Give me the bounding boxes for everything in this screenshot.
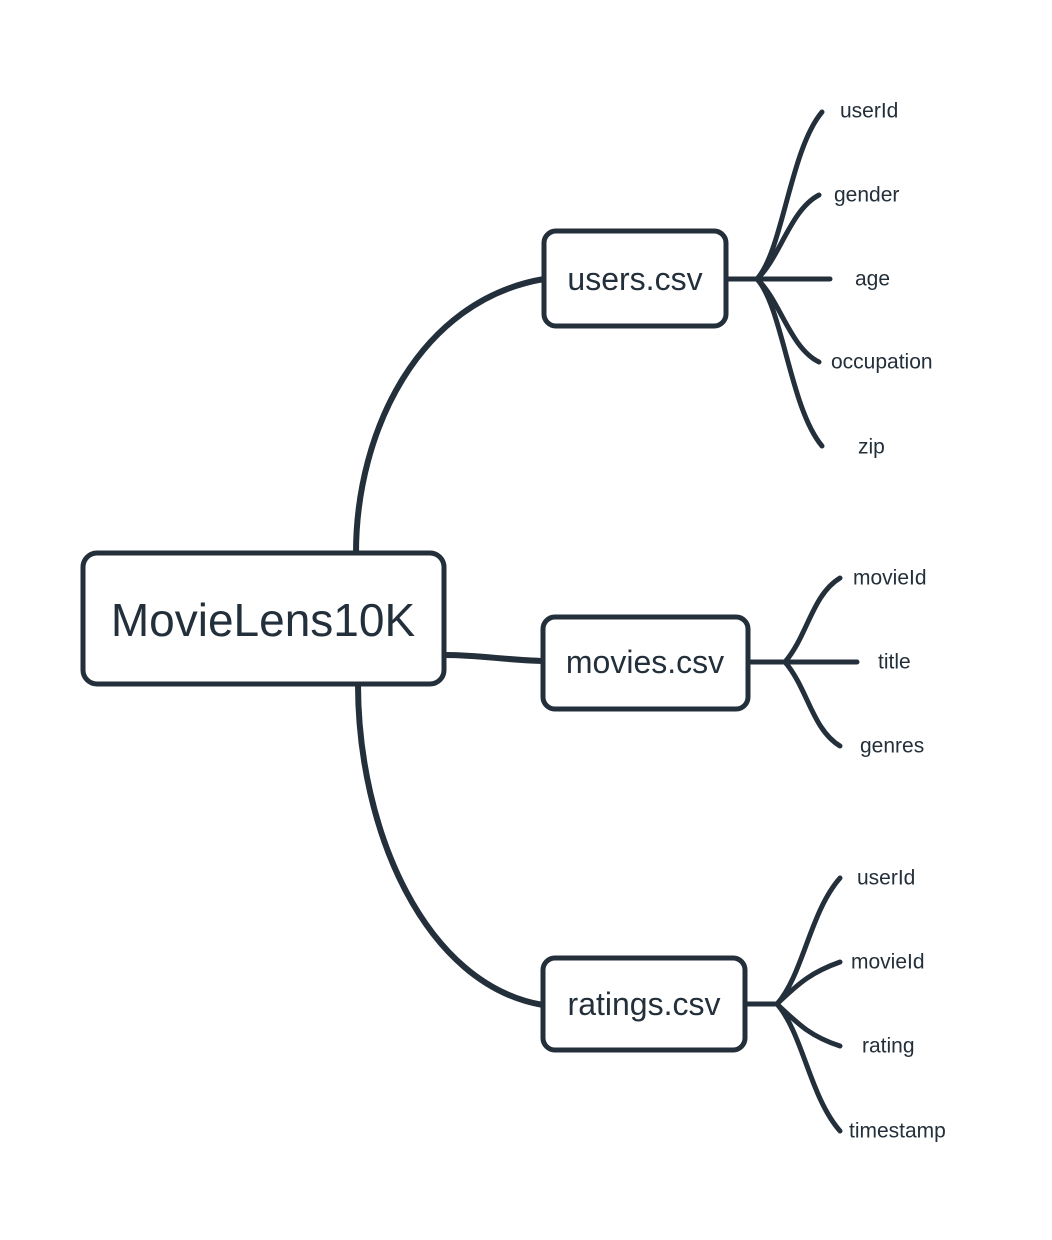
edge-ratings-leaf-timestamp: [774, 1001, 843, 1134]
leaf-movies-title[interactable]: title: [878, 651, 911, 674]
edge-ratings-leaf-movieid: [774, 959, 843, 1007]
leaf-ratings-timestamp[interactable]: timestamp: [849, 1120, 946, 1143]
leaf-movies-movieid[interactable]: movieId: [853, 567, 927, 590]
leaf-users-occupation[interactable]: occupation: [831, 351, 933, 374]
node-ratings-csv-box: [540, 955, 748, 1053]
edge-movies-leaf-movieid: [782, 575, 843, 665]
node-users-csv[interactable]: users.csv: [541, 228, 729, 329]
node-movies-csv-label: movies.csv: [566, 644, 724, 680]
leaf-users-age[interactable]: age: [855, 268, 890, 291]
leaf-ratings-movieid[interactable]: movieId: [851, 951, 925, 974]
node-root-label: MovieLens10K: [111, 594, 416, 646]
node-root-box: [80, 550, 447, 687]
edge-movies-leaf-genres: [782, 659, 843, 749]
edge-ratings-leaf-userid: [774, 875, 843, 1007]
node-users-csv-label: users.csv: [567, 261, 702, 297]
node-ratings-csv-label: ratings.csv: [568, 986, 721, 1022]
leaf-users-zip[interactable]: zip: [858, 436, 885, 459]
leaf-movies-genres[interactable]: genres: [860, 735, 924, 758]
node-root[interactable]: MovieLens10K: [80, 550, 447, 687]
leaf-users-gender[interactable]: gender: [834, 184, 899, 207]
leaf-ratings-userid[interactable]: userId: [857, 867, 915, 890]
leaf-ratings-rating[interactable]: rating: [862, 1035, 915, 1058]
node-movies-csv[interactable]: movies.csv: [540, 614, 751, 712]
edge-users-leaf-zip: [754, 276, 825, 449]
edge-root-to-ratings: [355, 681, 546, 1008]
edge-root-to-movies: [441, 652, 546, 664]
node-movies-csv-box: [540, 614, 751, 712]
node-users-csv-box: [541, 228, 729, 329]
node-ratings-csv[interactable]: ratings.csv: [540, 955, 748, 1053]
edge-root-to-users: [353, 276, 547, 556]
edge-users-leaf-userid: [754, 109, 825, 282]
edge-users-leaf-gender: [754, 192, 822, 282]
edge-ratings-leaf-rating: [774, 1001, 843, 1049]
leaf-users-userid[interactable]: userId: [840, 100, 898, 123]
